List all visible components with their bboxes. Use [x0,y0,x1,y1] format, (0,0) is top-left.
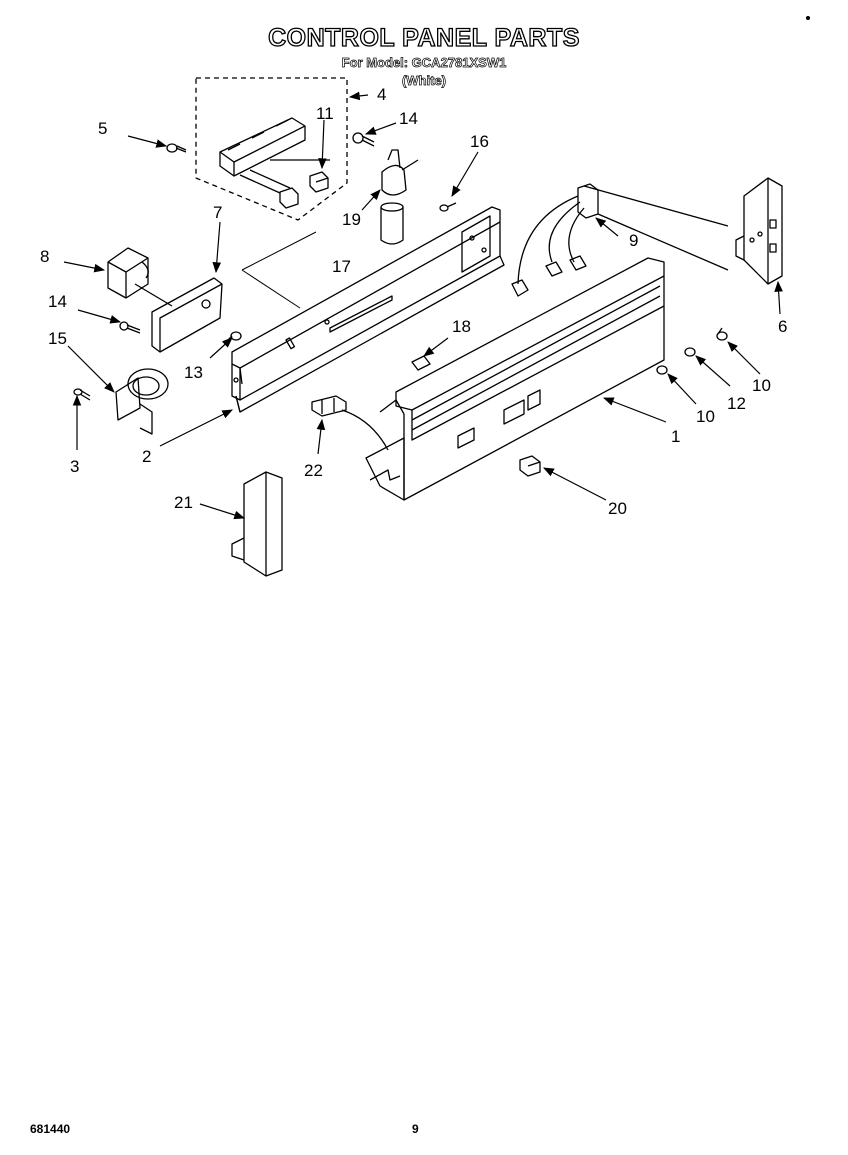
callout-21: 19 [342,210,361,229]
part-22-connector [311,395,389,451]
callout-17: 18 [452,317,471,336]
callout-4: 4 [377,85,386,104]
part-2-bracket [231,206,505,413]
part-14-screw-top [352,132,375,147]
part-10-screw-upper [716,327,728,341]
color-line: (White) [401,73,447,89]
callout-7: 7 [213,203,222,222]
callout-6: 6 [778,317,787,336]
callout-22: 22 [304,461,323,480]
document-number: 681440 [30,1122,71,1136]
part-17-clip [411,355,431,371]
part-21-fuse-holder [381,149,419,196]
part-7-board [134,277,223,353]
callout-10-upper: 10 [752,376,771,395]
callout-numbers: 5 4 11 14 16 19 17 7 8 14 13 15 3 2 9 6 … [40,85,787,518]
leader-lines [63,91,783,520]
part-10-screw-lower [656,365,668,375]
assembly-4-box [195,77,348,221]
part-9-harness [511,183,729,297]
callout-2: 2 [142,447,151,466]
model-line: For Model: GCA2781XSW1 [341,55,507,71]
page-title: CONTROL PANEL PARTS [267,23,580,52]
callout-1: 1 [671,427,680,446]
callout-10-lower: 10 [696,407,715,426]
callout-16: 21 [174,493,193,512]
part-1-console [365,257,665,501]
corner-mark [806,16,810,20]
callout-3: 3 [70,457,79,476]
part-5-screw [166,143,187,153]
part-12-knob [309,171,329,193]
part-20-button [519,455,541,477]
part-19-fuse [380,202,404,245]
callout-14-left: 14 [48,292,67,311]
callout-8: 8 [40,247,49,266]
part-6-endcap [735,177,783,285]
part-8-transformer [107,247,149,299]
callout-9: 9 [629,231,638,250]
callout-15: 15 [48,329,67,348]
part-11-screw [684,347,696,357]
part-14-screw-left [119,321,141,334]
part-16-endcap [231,471,283,577]
page-number: 9 [412,1122,419,1136]
part-13-screw [225,331,242,343]
callout-19: 17 [332,257,351,276]
part-4-switch [219,117,330,194]
callout-12: 11 [316,104,334,123]
callout-14-top: 14 [399,109,418,128]
part-15-selector [115,368,169,435]
callout-11: 12 [727,394,746,413]
callout-18: 16 [470,132,489,151]
callout-13: 13 [184,363,203,382]
part-18-screw [439,202,457,212]
callout-5: 5 [98,119,107,138]
callout-20: 20 [608,499,627,518]
switch-knob [279,187,299,209]
